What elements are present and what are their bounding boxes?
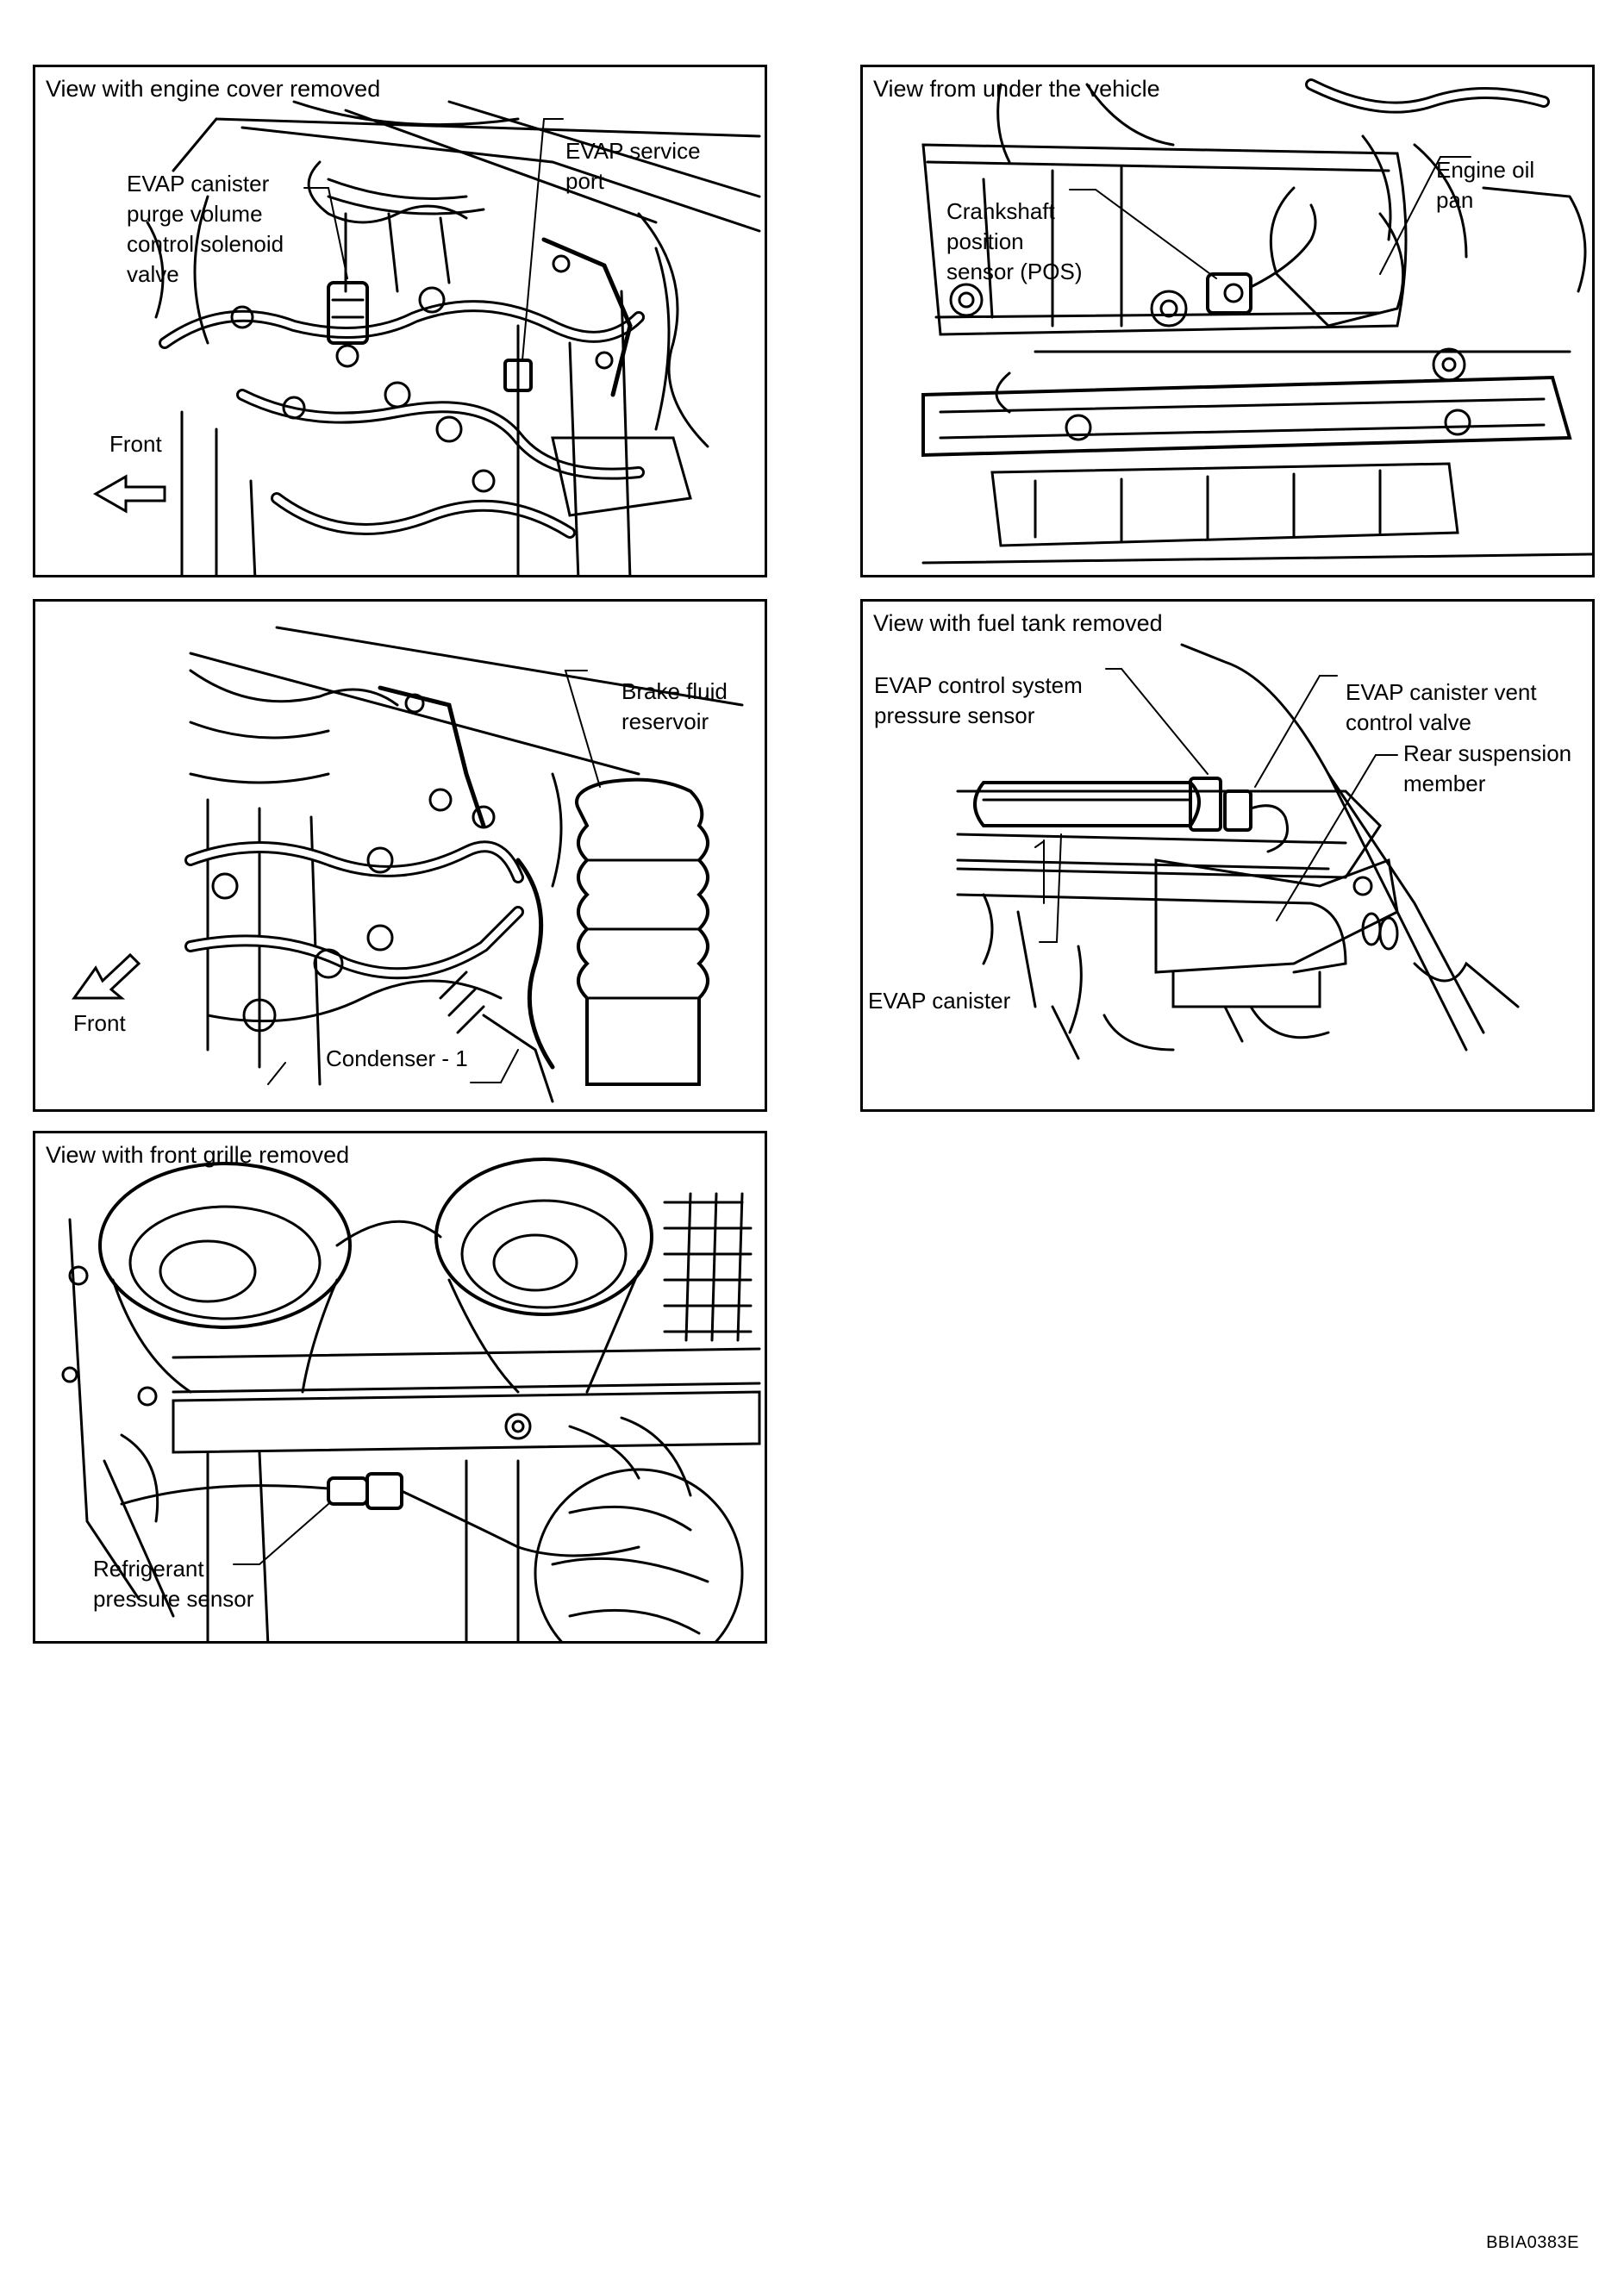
- panel-under-vehicle: View from under the vehicle Crankshaft p…: [860, 65, 1595, 577]
- figure-code: BBIA0383E: [1486, 2233, 1579, 2252]
- label-condenser: Condenser - 1: [326, 1045, 468, 1071]
- panel-engine-bay: Brake fluid reservoir Front Condenser - …: [33, 599, 767, 1112]
- label-evap-vent-valve: EVAP canister vent control valve: [1346, 679, 1537, 735]
- front-arrow-shape: [72, 952, 141, 1000]
- panel-title: View from under the vehicle: [873, 76, 1160, 102]
- label-front: Front: [109, 431, 162, 457]
- label-evap-pressure-sensor: EVAP control system pressure sensor: [874, 672, 1083, 728]
- label-evap-canister: EVAP canister: [868, 988, 1011, 1014]
- engine-bay-illustration: [72, 626, 744, 1103]
- label-engine-oil-pan: Engine oil pan: [1436, 157, 1535, 213]
- front-grille-illustration: [61, 1158, 761, 1641]
- under-vehicle-illustration: [921, 78, 1592, 565]
- panel-title: View with engine cover removed: [46, 76, 381, 102]
- fuel-tank-illustration: [956, 643, 1520, 1060]
- panel-title: View with fuel tank removed: [873, 610, 1163, 636]
- panel-fuel-tank: View with fuel tank removed EVAP control…: [860, 599, 1595, 1112]
- engine-cover-illustration: [92, 100, 761, 575]
- panel-front-grille: View with front grille removed Refrigera…: [33, 1131, 767, 1644]
- label-evap-service-port: EVAP service port: [565, 138, 701, 194]
- front-arrow-shape: [92, 474, 166, 514]
- panel-title: View with front grille removed: [46, 1142, 350, 1168]
- label-rear-suspension-member: Rear suspension member: [1403, 740, 1572, 796]
- label-brake-fluid-reservoir: Brake fluid reservoir: [621, 678, 728, 734]
- label-crankshaft-position-sensor: Crankshaft position sensor (POS): [946, 198, 1083, 284]
- label-refrigerant-pressure-sensor: Refrigerant pressure sensor: [93, 1556, 254, 1612]
- label-front: Front: [73, 1010, 126, 1036]
- label-evap-purge-valve: EVAP canister purge volume control solen…: [127, 171, 284, 287]
- panel-engine-cover: View with engine cover removed EVAP cani…: [33, 65, 767, 577]
